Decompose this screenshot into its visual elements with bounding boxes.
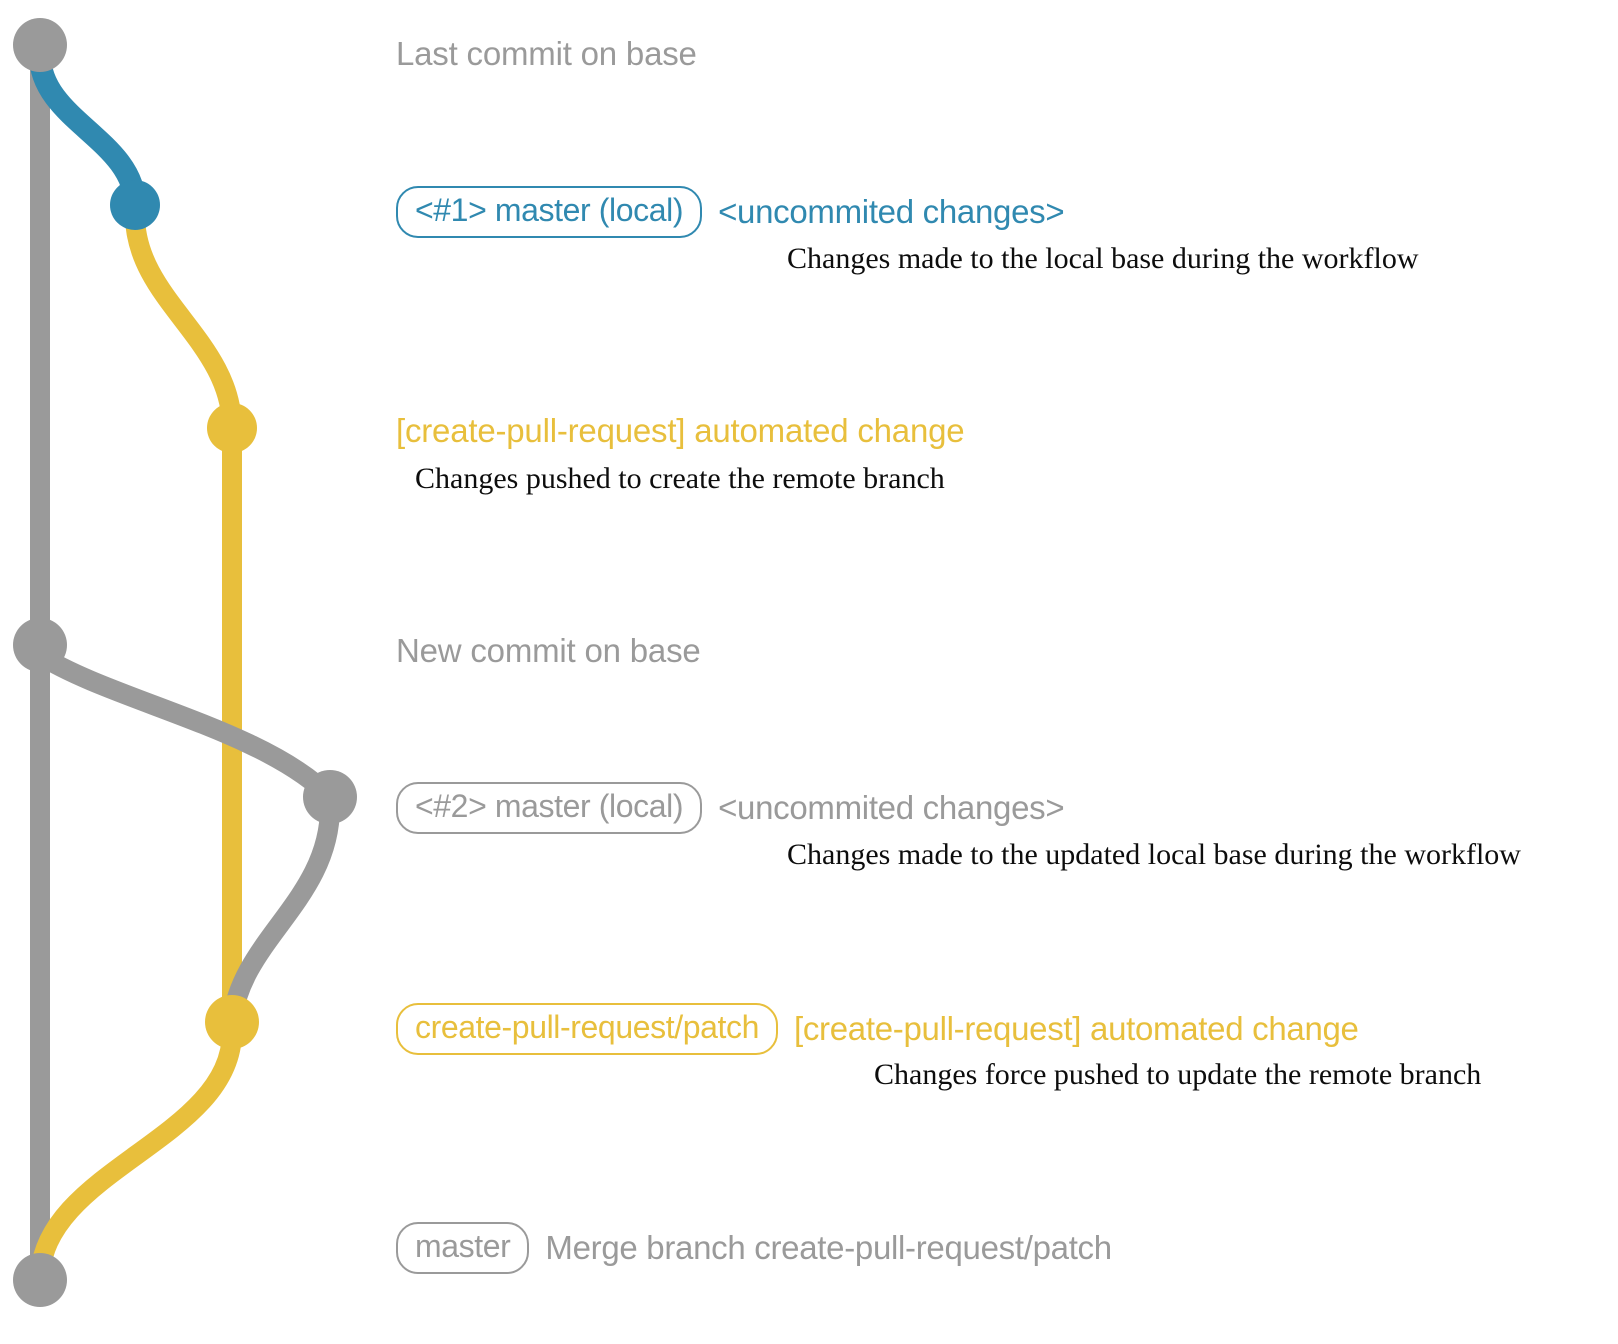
git-graph-canvas (13, 18, 357, 1307)
edge-patch2-to-merge (30, 1022, 242, 1290)
row-automated-change-1: [create-pull-request] automated change (396, 412, 965, 450)
commit-node-base-last[interactable] (13, 18, 67, 72)
description-create-pull-request-patch: Changes force pushed to update the remot… (874, 1058, 1482, 1091)
branch-pill-master[interactable]: master (396, 1222, 530, 1274)
commit-node-patch-2[interactable] (205, 995, 259, 1049)
edge-basenew-to-local2 (30, 645, 340, 807)
commit-node-merge[interactable] (13, 1253, 67, 1307)
row-create-pull-request-patch: create-pull-request/patch [create-pull-r… (396, 1003, 1359, 1055)
edge-local1-to-patch1 (125, 205, 242, 438)
commit-message-master-local-2: <uncommited changes> (718, 788, 1065, 826)
commit-message-automated-change-2: [create-pull-request] automated change (793, 1009, 1359, 1047)
commit-message-master-merge: Merge branch create-pull-request/patch (545, 1228, 1112, 1266)
commit-node-local-2[interactable] (303, 770, 357, 824)
commit-node-base-new[interactable] (13, 618, 67, 672)
row-master-local-2: <#2> master (local) <uncommited changes> (396, 782, 1065, 834)
description-master-local-2: Changes made to the updated local base d… (787, 838, 1521, 871)
commit-node-local-1[interactable] (110, 180, 160, 230)
commit-node-patch-1[interactable] (207, 403, 257, 453)
branch-pill-master-local-2[interactable]: <#2> master (local) (396, 782, 703, 834)
commit-message-last-commit-on-base: Last commit on base (396, 35, 697, 72)
branch-pill-master-local-1[interactable]: <#1> master (local) (396, 186, 703, 238)
row-master-local-1: <#1> master (local) <uncommited changes> (396, 186, 1065, 238)
row-master-merge: master Merge branch create-pull-request/… (396, 1222, 1112, 1274)
commit-message-master-local-1: <uncommited changes> (718, 192, 1065, 230)
description-automated-change-1: Changes pushed to create the remote bran… (415, 462, 945, 495)
branch-pill-create-pull-request-patch[interactable]: create-pull-request/patch (396, 1003, 778, 1055)
commit-message-automated-change-1: [create-pull-request] automated change (396, 412, 965, 449)
commit-message-new-commit-on-base: New commit on base (396, 632, 701, 669)
edge-local2-to-patch2 (222, 797, 340, 1032)
row-new-commit-on-base: New commit on base (396, 632, 701, 670)
row-last-commit-on-base: Last commit on base (396, 35, 697, 73)
description-master-local-1: Changes made to the local base during th… (787, 242, 1419, 275)
